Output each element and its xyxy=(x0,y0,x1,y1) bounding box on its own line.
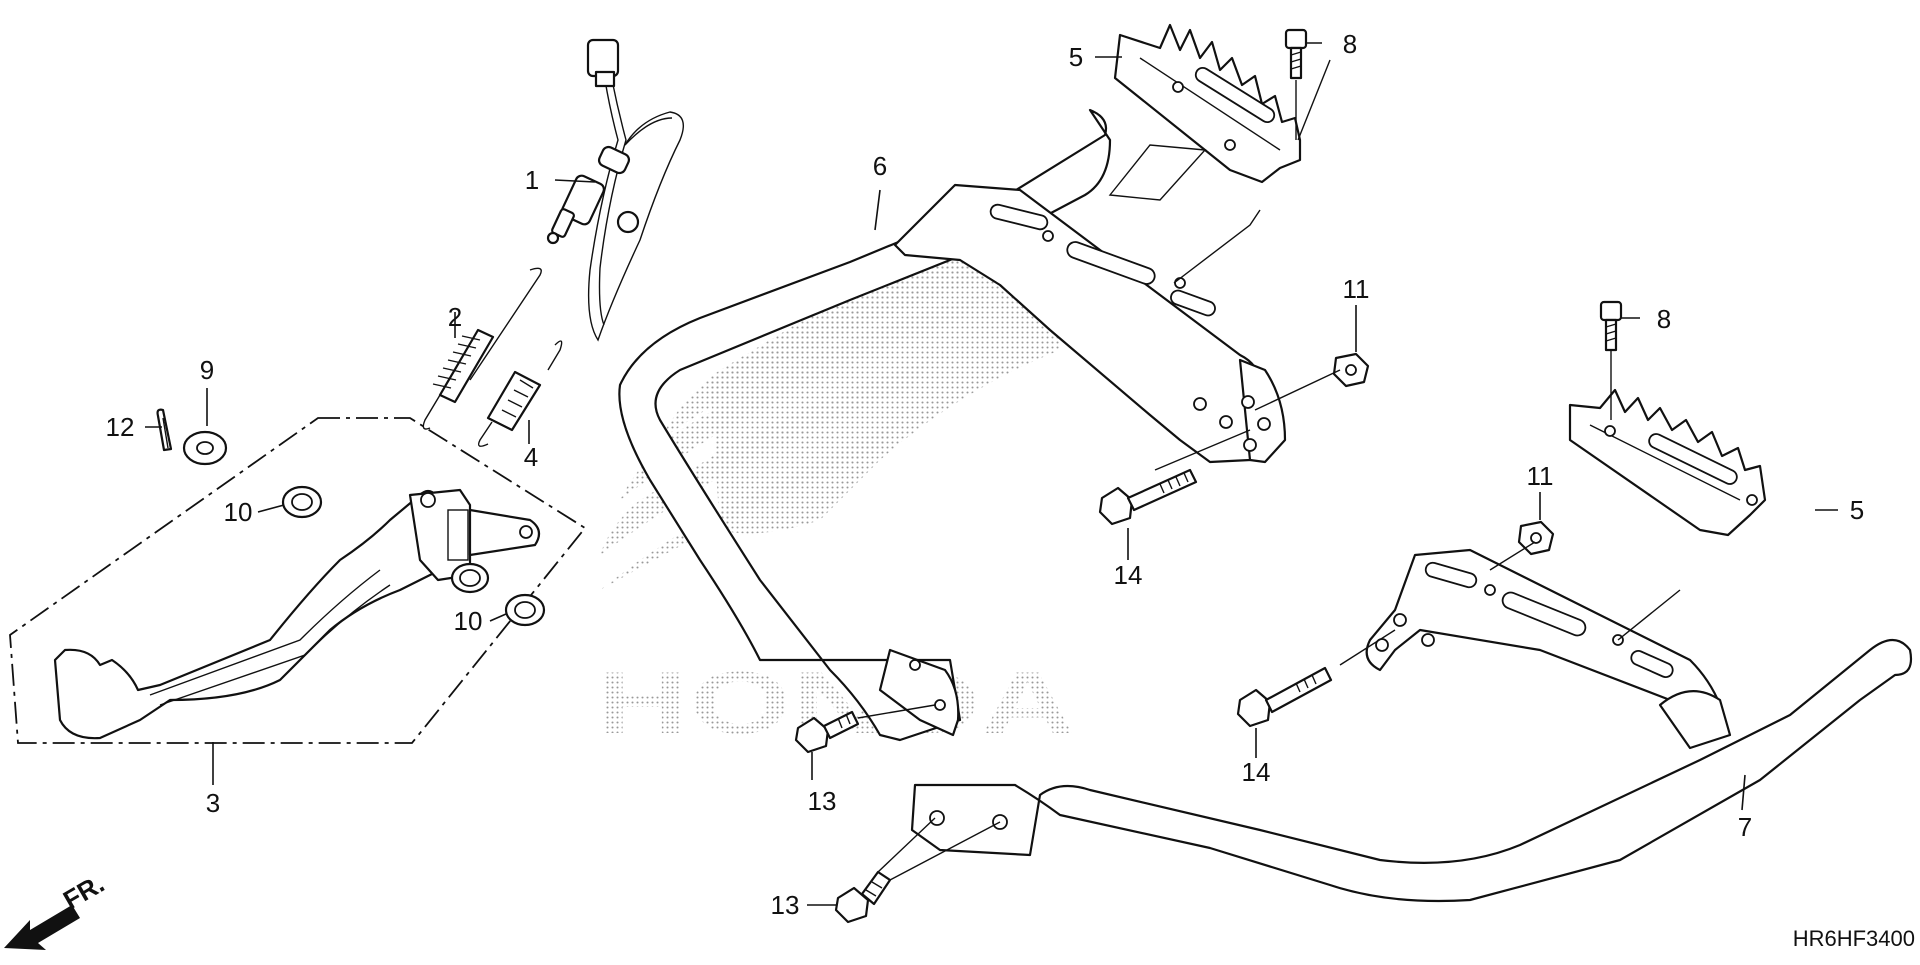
callout-7: 7 xyxy=(1738,812,1752,842)
honda-wing-watermark: HONDA xyxy=(595,230,1075,752)
callout-11-upper: 11 xyxy=(1343,274,1370,304)
short-bolt-lower xyxy=(834,870,892,924)
callout-14-upper: 14 xyxy=(1114,560,1143,590)
callout-10-lower: 10 xyxy=(454,606,483,636)
long-bolt-lower xyxy=(1236,666,1333,728)
spring-short xyxy=(477,340,563,447)
bushing-lower xyxy=(504,593,546,627)
callout-10-upper: 10 xyxy=(224,497,253,527)
callout-5-upper: 5 xyxy=(1069,42,1083,72)
footpeg-bolt-upper xyxy=(1284,28,1308,80)
long-bolt-upper xyxy=(1098,468,1198,526)
spring-long xyxy=(422,267,542,430)
callout-12: 12 xyxy=(106,412,135,442)
short-bolt-upper xyxy=(794,710,860,754)
callout-1: 1 xyxy=(525,165,539,195)
step-bar-left xyxy=(618,108,1287,742)
front-label: FR. xyxy=(58,868,109,915)
leader-lines xyxy=(145,42,1838,906)
callout-labels: 1 2 3 4 5 5 6 7 8 8 9 10 10 11 11 12 13 … xyxy=(106,29,1865,920)
front-arrow-icon xyxy=(4,905,80,950)
washer xyxy=(182,430,228,466)
diagram-code: HR6HF3400 xyxy=(1793,926,1915,951)
brake-switch-assembly xyxy=(546,38,684,342)
bushing-upper xyxy=(281,485,323,519)
callout-5-lower: 5 xyxy=(1850,495,1864,525)
callout-11-lower: 11 xyxy=(1527,461,1554,491)
callout-8-lower: 8 xyxy=(1657,304,1671,334)
footpeg-bolt-lower xyxy=(1599,300,1623,352)
step-bar-right xyxy=(910,548,1913,903)
front-direction-indicator: FR. xyxy=(4,868,109,950)
callout-8-upper: 8 xyxy=(1343,29,1357,59)
footpeg-upper xyxy=(1113,23,1302,184)
callout-4: 4 xyxy=(524,442,538,472)
callout-13-upper: 13 xyxy=(808,786,837,816)
callout-6: 6 xyxy=(873,151,887,181)
callout-13-lower: 13 xyxy=(771,890,800,920)
brake-pedal-assembly xyxy=(9,417,587,744)
callout-9: 9 xyxy=(200,355,214,385)
cotter-pin xyxy=(156,408,173,452)
footpeg-lower xyxy=(1568,388,1767,537)
nut-upper xyxy=(1332,352,1370,388)
callout-14-lower: 14 xyxy=(1242,757,1271,787)
callout-3: 3 xyxy=(206,788,220,818)
callout-2: 2 xyxy=(448,302,462,332)
